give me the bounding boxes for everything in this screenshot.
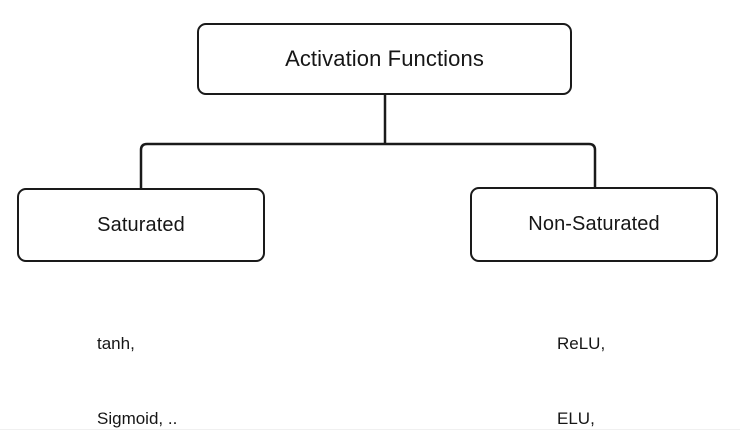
examples-saturated: tanh, Sigmoid, .. [97, 281, 177, 430]
example-item: ELU, [557, 409, 595, 428]
node-saturated[interactable]: Saturated [17, 188, 265, 262]
examples-non-saturated: ReLU, ELU, Leaky ReLU, PReLU, RReLU, ... [557, 281, 655, 430]
node-non-saturated[interactable]: Non-Saturated [470, 187, 718, 262]
node-activation-functions[interactable]: Activation Functions [197, 23, 572, 95]
connector-to-non-saturated [385, 142, 597, 187]
node-non-saturated-label: Non-Saturated [528, 213, 660, 235]
connector-to-saturated [139, 142, 385, 188]
example-item: tanh, [97, 334, 135, 353]
example-item: Sigmoid, .. [97, 409, 178, 428]
node-saturated-label: Saturated [97, 213, 185, 236]
node-activation-functions-label: Activation Functions [285, 46, 484, 71]
example-item: ReLU, [557, 334, 606, 353]
